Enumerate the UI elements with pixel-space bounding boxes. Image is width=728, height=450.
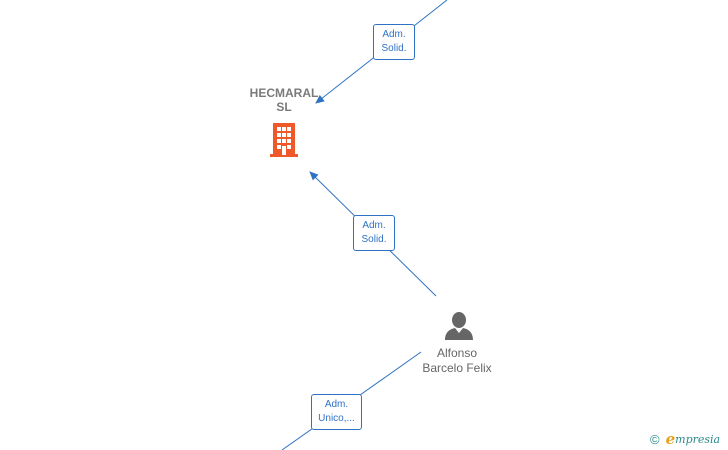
empresia-brand: © e mpresia [650,430,720,448]
edge-label-3[interactable]: Adm. Unico,... [311,394,362,430]
edge-label-1-line2: Solid. [381,43,407,54]
empresia-logo-text: mpresia [675,432,721,446]
person-icon[interactable] [444,311,474,346]
edge-label-2-line2: Solid. [361,234,387,245]
person-name-line2: Barcelo Felix [422,361,492,375]
person-name-line1: Alfonso [436,346,478,360]
edge-label-1[interactable]: Adm. Solid. [373,24,415,60]
company-name-line2: SL [276,100,292,114]
edge-label-3-line1: Adm. [324,399,349,410]
edge-label-1-line1: Adm. [382,29,406,40]
company-name-line1: HECMARAL [249,86,319,100]
person-name[interactable]: Alfonso Barcelo Felix [407,346,507,376]
edge-label-2-line1: Adm. [362,220,386,231]
empresia-logo-initial: e [665,430,676,448]
copyright-symbol: © [650,431,660,447]
edge-label-3-line2: Unico,... [318,413,355,424]
edge-label-2[interactable]: Adm. Solid. [353,215,395,251]
building-icon[interactable] [268,123,300,162]
company-name[interactable]: HECMARAL SL [234,86,334,114]
